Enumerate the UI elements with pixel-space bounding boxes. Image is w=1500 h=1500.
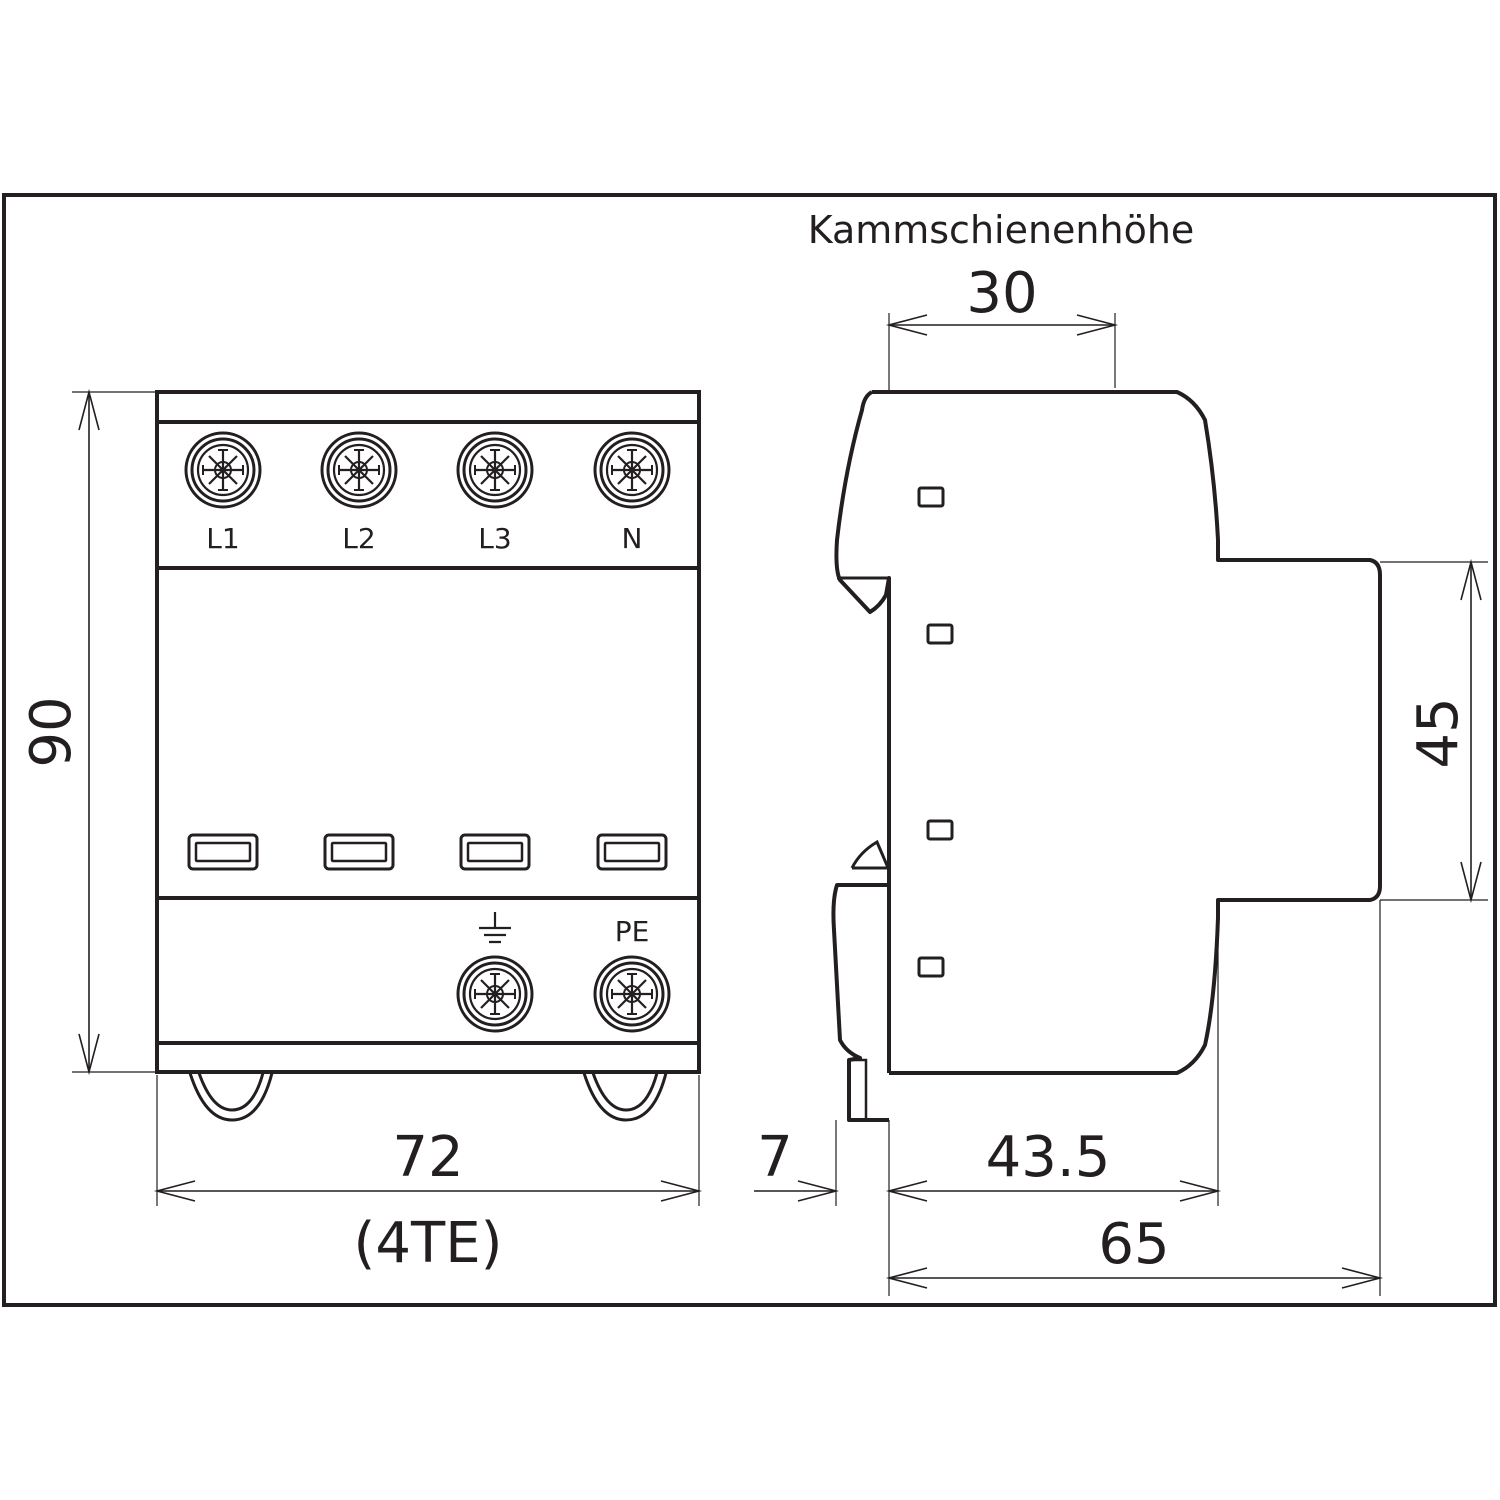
dim-label-30: 30	[966, 261, 1037, 326]
screw-terminal-icon	[320, 431, 398, 509]
terminal-label-l2: L2	[342, 522, 375, 555]
dimension-45: 45	[1380, 558, 1488, 904]
vent-slot-icon	[926, 819, 954, 841]
indicator-window-icon	[596, 833, 668, 871]
vent-slot-icon	[926, 623, 954, 645]
terminal-label-pe: PE	[615, 915, 650, 948]
dimension-7: 7	[754, 1120, 890, 1296]
din-rail-clip-icon	[188, 1072, 668, 1122]
terminal-label-n: N	[622, 522, 643, 555]
dim-label-43-5: 43.5	[986, 1125, 1111, 1190]
screw-terminal-icon	[184, 431, 262, 509]
terminal-label-l3: L3	[478, 522, 511, 555]
dim-label-72: 72	[392, 1125, 463, 1190]
screw-terminal-icon	[593, 955, 671, 1033]
front-view: L1 L2 L3 N PE	[155, 390, 701, 1122]
indicator-window-icon	[187, 833, 259, 871]
drawing-frame	[2, 193, 1497, 1307]
dim-label-90: 90	[19, 696, 84, 767]
terminal-label-l1: L1	[206, 522, 239, 555]
dimension-72: 72 (4TE)	[153, 1075, 703, 1276]
dimension-30: 30	[885, 261, 1119, 392]
ground-symbol-icon	[479, 912, 511, 944]
vent-slot-icon	[917, 956, 945, 978]
dim-label-4te: (4TE)	[354, 1211, 503, 1276]
dimension-90: 90	[19, 388, 157, 1076]
dim-label-65: 65	[1098, 1212, 1169, 1277]
caption-kammschienenhoehe: Kammschienenhöhe	[808, 208, 1195, 252]
dim-label-7: 7	[757, 1125, 793, 1190]
side-view	[831, 390, 1382, 1122]
indicator-window-icon	[459, 833, 531, 871]
screw-terminal-icon	[456, 955, 534, 1033]
screw-terminal-icon	[593, 431, 671, 509]
dim-label-45: 45	[1406, 697, 1471, 768]
vent-slot-icon	[917, 486, 945, 508]
screw-terminal-icon	[456, 431, 534, 509]
dimension-43-5: 43.5	[885, 918, 1222, 1206]
dimension-65: 65	[885, 900, 1384, 1296]
indicator-window-icon	[323, 833, 395, 871]
